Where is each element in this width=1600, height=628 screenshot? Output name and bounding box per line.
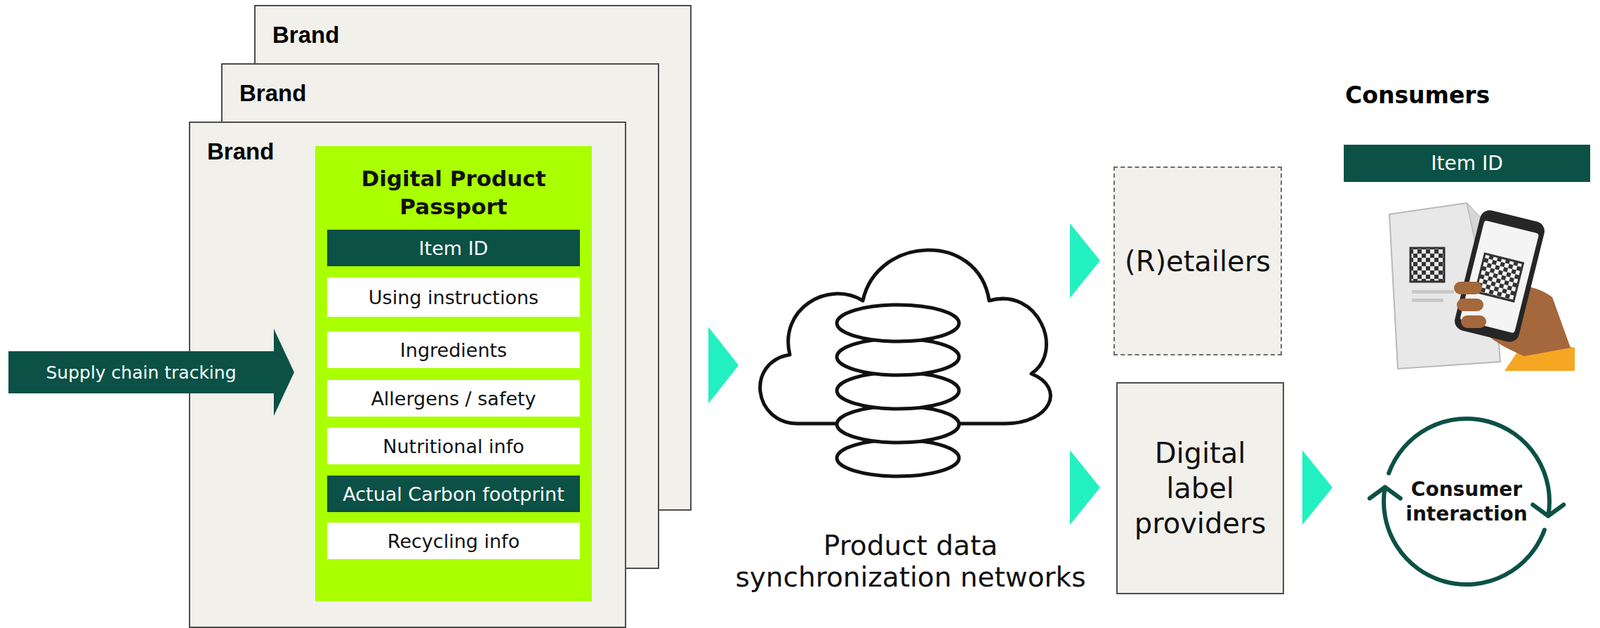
cycle-arc [1383, 487, 1545, 585]
cycle-icon [1375, 410, 1558, 593]
node-text: Digital Product Passport [329, 164, 578, 222]
field-row: Item ID [327, 229, 580, 267]
passport-panel: Digital Product PassportItem ID Using ins… [315, 146, 592, 601]
arrow-fill [8, 328, 295, 416]
cycle-arrows: Consumer interaction [1375, 410, 1558, 593]
flow-arrow [1302, 450, 1333, 525]
node-text: Item ID [1430, 151, 1503, 175]
database-disk [836, 439, 960, 476]
arrow-head [1369, 487, 1401, 499]
arrow-head [1532, 504, 1564, 516]
field-row: Recycling info [327, 522, 580, 559]
field-row: Ingredients [327, 331, 580, 368]
node-text: Consumer interaction [1396, 476, 1537, 526]
node-text: Recycling info [387, 530, 520, 552]
node-text: Item ID [419, 237, 489, 260]
node-text: Supply chain tracking [8, 362, 274, 383]
arrow-head [1302, 450, 1333, 525]
node-text: Digital label providers [1124, 435, 1276, 541]
field-row: Using instructions [327, 277, 580, 317]
flow-arrow [708, 327, 739, 404]
arrow-head [1069, 450, 1101, 525]
database-disk [836, 405, 960, 443]
cycle-arc [1388, 418, 1550, 516]
node-text: Brand [272, 21, 674, 49]
column-heading: Consumers [1345, 81, 1490, 109]
cloud-database: Product data synchronization networks [721, 210, 1101, 594]
id-bar: Item ID [1343, 144, 1591, 182]
flow-arrow [1069, 223, 1101, 298]
database-disk [836, 372, 960, 409]
arrow-shape: Supply chain tracking [8, 328, 295, 416]
node-text: (R)etailers [1124, 245, 1271, 278]
node-text: Product data synchronization networks [721, 530, 1101, 594]
flow-arrow [1069, 450, 1101, 525]
process-box: (R)etailers [1113, 166, 1282, 356]
database-disk [836, 304, 960, 342]
node-text: Nutritional info [382, 435, 525, 458]
field-row: Nutritional info [327, 427, 580, 465]
node-text: Allergens / safety [370, 387, 536, 410]
cloud-outline [760, 249, 1051, 424]
node-text: Using instructions [368, 286, 539, 309]
field-row: Actual Carbon footprint [327, 475, 580, 512]
node-text: Ingredients [400, 339, 507, 361]
phone-scan-illustration [1383, 198, 1575, 371]
cloud-icon [721, 210, 1059, 492]
process-box: Digital label providers [1116, 381, 1285, 594]
database-disk [836, 338, 960, 375]
arrow-head [708, 327, 739, 404]
field-row: Allergens / safety [327, 379, 580, 417]
arrow-head [1069, 223, 1101, 298]
node-text: Actual Carbon footprint [342, 483, 565, 505]
node-text: Brand [239, 80, 641, 107]
